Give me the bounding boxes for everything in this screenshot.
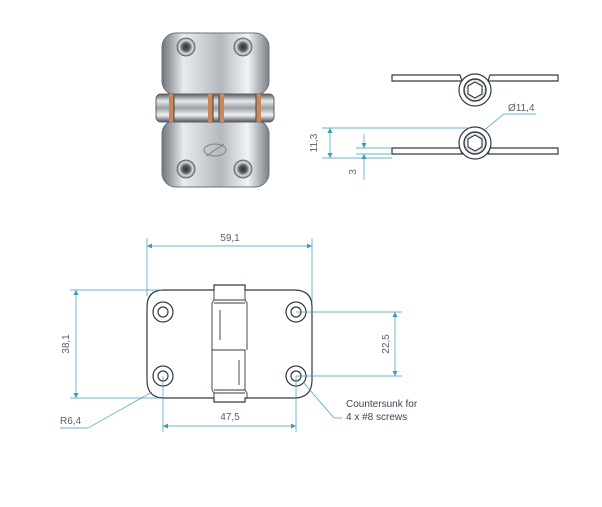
hinge-knuckle (155, 93, 275, 123)
brand-logo-icon (203, 143, 227, 157)
pin-diameter-label: Ø11,4 (508, 103, 535, 114)
hole-spacing-vertical-label: 22,5 (381, 334, 392, 354)
countersunk-note-line2: 4 x #8 screws (346, 412, 407, 423)
height-label: 38,1 (61, 334, 72, 354)
countersunk-hole-icon (152, 301, 174, 323)
countersunk-note-line1: Countersunk for (346, 399, 418, 410)
photo-hole-icon (176, 37, 196, 57)
hinge-bottom-leaf (161, 119, 270, 188)
hinge-photo (155, 32, 275, 188)
photo-hole-icon (233, 159, 253, 179)
overall-width-label: 59,1 (220, 233, 240, 244)
corner-radius-label: R6,4 (60, 416, 82, 427)
photo-hole-icon (233, 37, 253, 57)
hole-spacing-horizontal-label: 47,5 (220, 412, 240, 423)
hinge-side-view (391, 73, 559, 160)
side-view-dimensions: Ø11,4 11,3 3 (309, 103, 536, 180)
hinge-front-view (146, 284, 313, 403)
photo-hole-icon (176, 159, 196, 179)
front-view-dimensions: 59,1 38,1 22,5 47,5 R6,4 Countersunk for… (60, 233, 418, 432)
open-height-label: 11,3 (309, 133, 320, 152)
thickness-label: 3 (348, 169, 359, 175)
